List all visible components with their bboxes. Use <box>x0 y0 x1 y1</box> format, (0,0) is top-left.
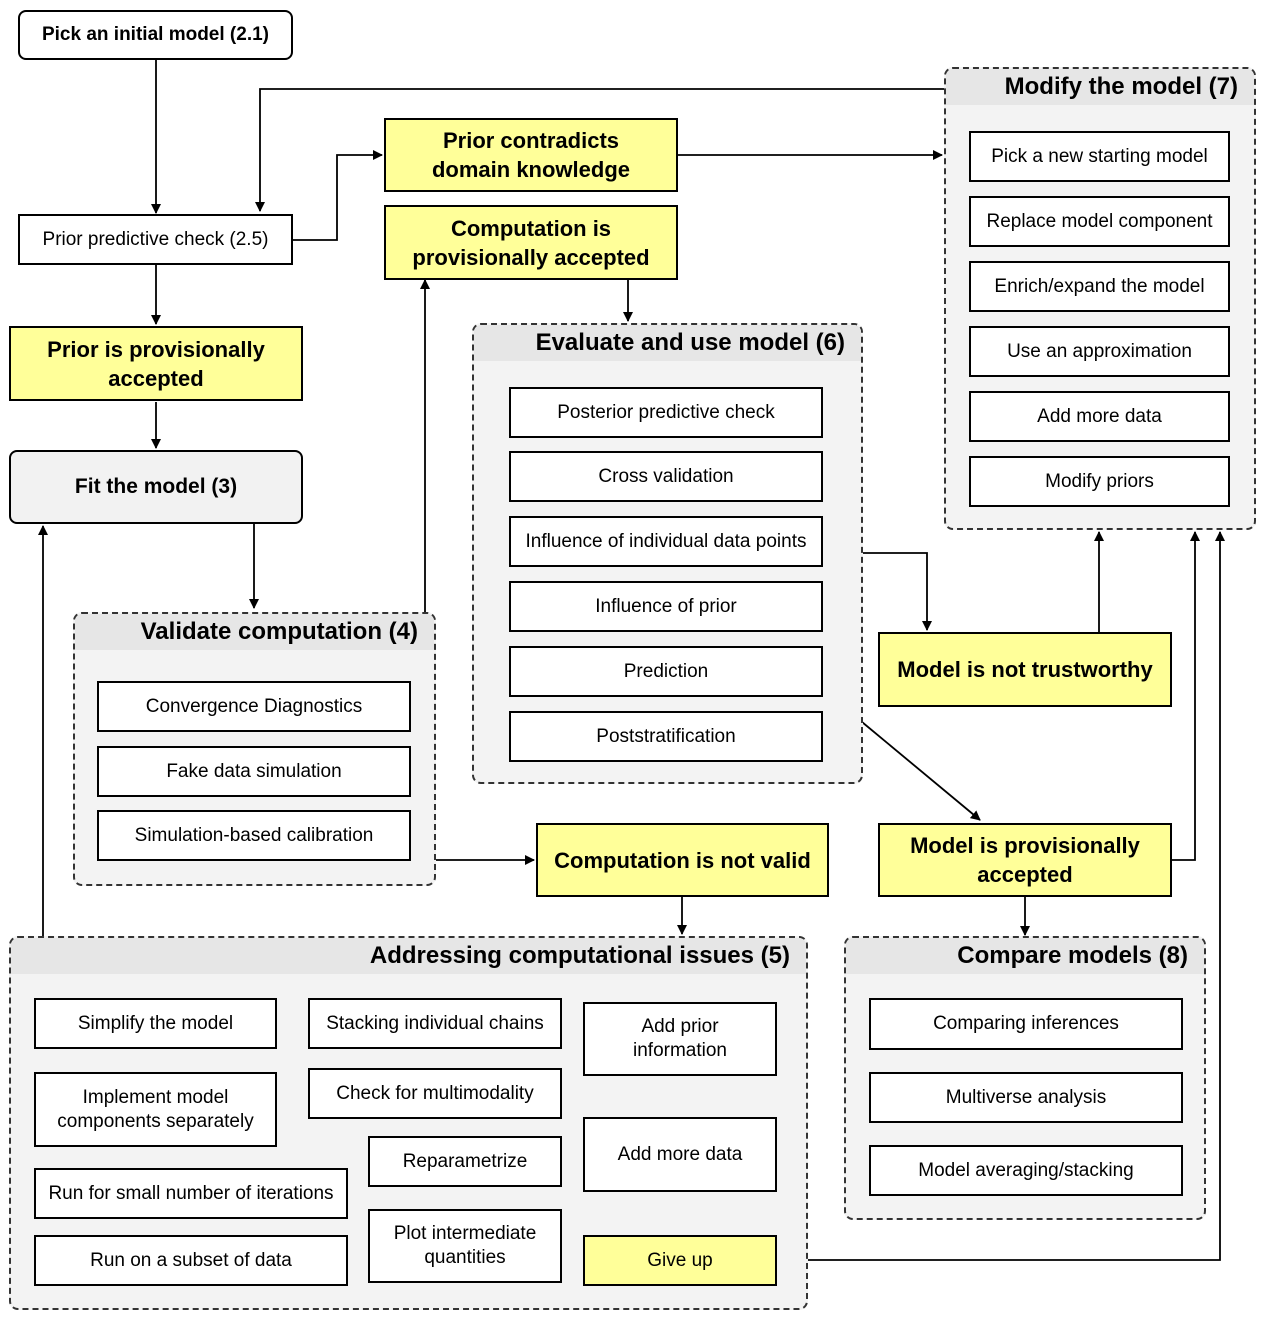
addressing-item-subset-data[interactable]: Run on a subset of data <box>34 1235 348 1286</box>
group-validate-computation: Validate computation (4) Convergence Dia… <box>73 612 436 886</box>
evaluate-item-influence-prior[interactable]: Influence of prior <box>509 581 823 632</box>
addressing-item-prior-information[interactable]: Add prior information <box>583 1002 777 1076</box>
group-evaluate-model: Evaluate and use model (6) Posterior pre… <box>472 323 863 784</box>
prior-provisionally-accepted[interactable]: Prior is provisionally accepted <box>9 326 303 401</box>
addressing-item-stacking-chains[interactable]: Stacking individual chains <box>308 998 562 1049</box>
evaluate-item-influence-points[interactable]: Influence of individual data points <box>509 516 823 567</box>
addressing-item-plot-intermediate[interactable]: Plot intermediate quantities <box>368 1209 562 1283</box>
compare-item-averaging-stacking[interactable]: Model averaging/stacking <box>869 1145 1183 1196</box>
computation-not-valid[interactable]: Computation is not valid <box>536 823 829 897</box>
addressing-item-reparametrize[interactable]: Reparametrize <box>368 1136 562 1187</box>
group-title: Addressing computational issues (5) <box>11 938 806 974</box>
evaluate-item-posterior-check[interactable]: Posterior predictive check <box>509 387 823 438</box>
model-not-trustworthy[interactable]: Model is not trustworthy <box>878 632 1172 707</box>
modify-item-add-data[interactable]: Add more data <box>969 391 1230 442</box>
evaluate-item-poststratification[interactable]: Poststratification <box>509 711 823 762</box>
addressing-item-add-data[interactable]: Add more data <box>583 1117 777 1192</box>
modify-item-enrich-expand[interactable]: Enrich/expand the model <box>969 261 1230 312</box>
group-title: Evaluate and use model (6) <box>474 325 861 361</box>
arrow-prior-check-to-contradicts <box>293 150 383 241</box>
model-provisionally-accepted[interactable]: Model is provisionally accepted <box>878 823 1172 897</box>
fit-the-model[interactable]: Fit the model (3) <box>9 450 303 524</box>
arrow-give-up-to-modify <box>776 531 1225 1261</box>
modify-item-approximation[interactable]: Use an approximation <box>969 326 1230 377</box>
compare-item-inferences[interactable]: Comparing inferences <box>869 998 1183 1050</box>
group-compare-models: Compare models (8) Comparing inferences … <box>844 936 1206 1220</box>
group-addressing-issues: Addressing computational issues (5) Simp… <box>9 936 808 1310</box>
computation-provisionally-accepted[interactable]: Computation is provisionally accepted <box>384 205 678 280</box>
validate-item-fake-data[interactable]: Fake data simulation <box>97 746 411 797</box>
evaluate-item-cross-validation[interactable]: Cross validation <box>509 451 823 502</box>
arrow-model-accepted-to-modify <box>1172 531 1200 861</box>
group-title: Compare models (8) <box>846 938 1204 974</box>
addressing-item-give-up[interactable]: Give up <box>583 1235 777 1286</box>
validate-item-sbc[interactable]: Simulation-based calibration <box>97 810 411 861</box>
addressing-item-multimodality[interactable]: Check for multimodality <box>308 1068 562 1119</box>
modify-item-modify-priors[interactable]: Modify priors <box>969 456 1230 507</box>
modify-item-replace-component[interactable]: Replace model component <box>969 196 1230 247</box>
arrow-evaluate-to-model-accepted <box>861 721 981 821</box>
prior-contradicts-domain-knowledge[interactable]: Prior contradicts domain knowledge <box>384 118 678 192</box>
group-modify-model: Modify the model (7) Pick a new starting… <box>944 67 1256 530</box>
prior-predictive-check[interactable]: Prior predictive check (2.5) <box>18 214 293 265</box>
validate-item-convergence[interactable]: Convergence Diagnostics <box>97 681 411 732</box>
addressing-item-implement-separately[interactable]: Implement model components separately <box>34 1072 277 1147</box>
evaluate-item-prediction[interactable]: Prediction <box>509 646 823 697</box>
addressing-item-small-iterations[interactable]: Run for small number of iterations <box>34 1168 348 1219</box>
group-title: Validate computation (4) <box>75 614 434 650</box>
arrow-modify-to-prior-check <box>255 88 944 212</box>
modify-item-new-starting-model[interactable]: Pick a new starting model <box>969 131 1230 182</box>
compare-item-multiverse[interactable]: Multiverse analysis <box>869 1072 1183 1123</box>
arrow-evaluate-to-not-trustworthy <box>862 552 932 631</box>
pick-initial-model[interactable]: Pick an initial model (2.1) <box>18 10 293 60</box>
group-title: Modify the model (7) <box>946 69 1254 105</box>
addressing-item-simplify[interactable]: Simplify the model <box>34 998 277 1049</box>
